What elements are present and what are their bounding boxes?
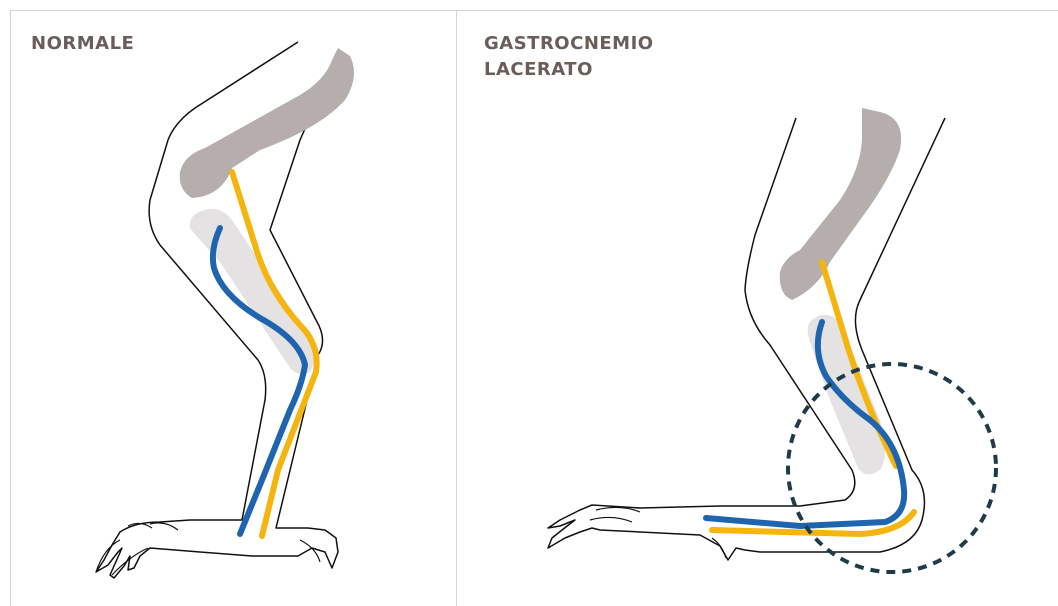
tendon-blue-injured <box>706 322 904 526</box>
leg-outline-injured <box>548 118 945 560</box>
injury-highlight-circle-icon <box>788 364 996 572</box>
femur-bone-injured <box>780 108 901 300</box>
femur-bone-normal <box>180 48 354 198</box>
bird-leg-normal-icon <box>96 42 354 578</box>
claw-lines-normal <box>96 523 320 575</box>
bird-leg-injured-icon <box>548 108 996 572</box>
